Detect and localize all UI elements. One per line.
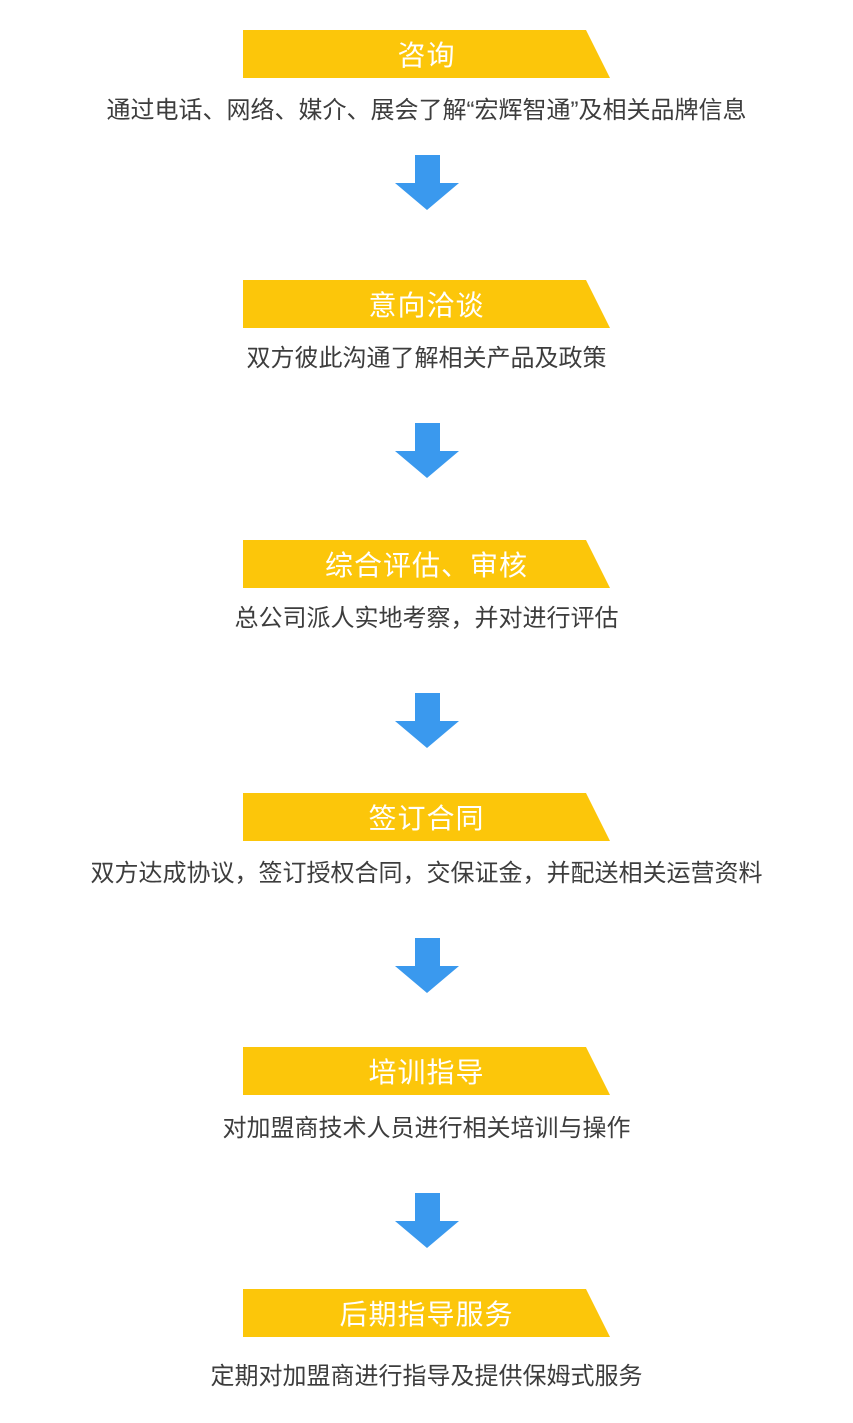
down-arrow-icon	[394, 1193, 459, 1248]
step-title: 培训指导	[368, 1057, 485, 1088]
down-arrow-icon	[394, 155, 459, 210]
step-title: 意向洽谈	[368, 290, 485, 321]
step-banner-consultation: 咨询	[243, 30, 610, 78]
step-banner-evaluation-review: 综合评估、审核	[243, 540, 610, 588]
step-banner-sign-contract: 签订合同	[243, 793, 610, 841]
step-banner-intent-discussion: 意向洽谈	[243, 280, 610, 328]
down-arrow-icon	[394, 423, 459, 478]
step-title: 综合评估、审核	[324, 550, 528, 581]
step-banner-after-sales-guidance: 后期指导服务	[243, 1289, 610, 1337]
step-description: 定期对加盟商进行指导及提供保姆式服务	[210, 1363, 643, 1390]
step-title: 咨询	[397, 40, 456, 71]
step-description: 对加盟商技术人员进行相关培训与操作	[222, 1115, 631, 1142]
step-banner-training-guidance: 培训指导	[243, 1047, 610, 1095]
down-arrow-icon	[394, 693, 459, 748]
step-description: 双方达成协议，签订授权合同，交保证金，并配送相关运营资料	[90, 860, 763, 887]
step-description: 双方彼此沟通了解相关产品及政策	[246, 345, 607, 372]
step-description: 通过电话、网络、媒介、展会了解“宏辉智通”及相关品牌信息	[106, 97, 747, 124]
step-title: 签订合同	[368, 803, 485, 834]
down-arrow-icon	[394, 938, 459, 993]
step-title: 后期指导服务	[339, 1299, 514, 1330]
step-description: 总公司派人实地考察，并对进行评估	[234, 605, 619, 632]
